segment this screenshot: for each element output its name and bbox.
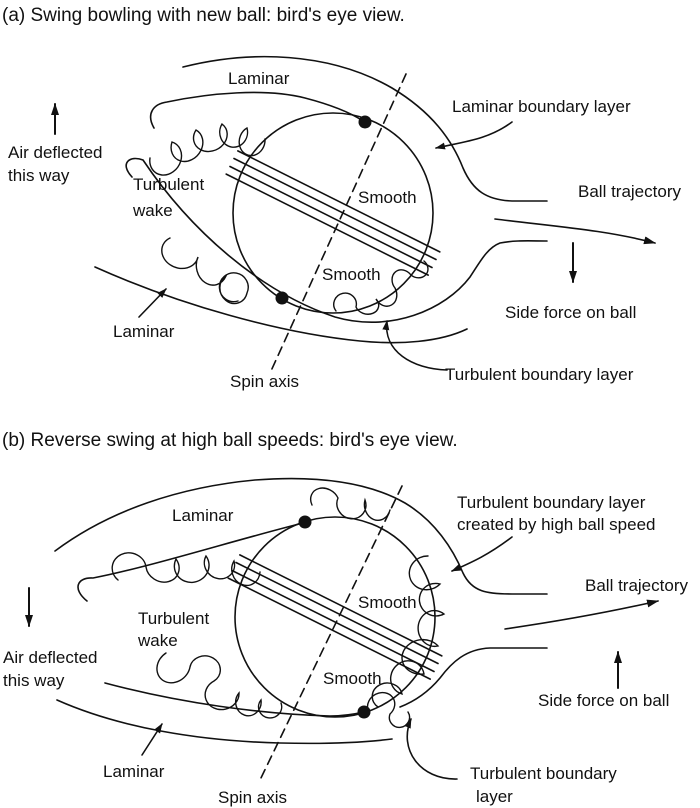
ball-trajectory-label-b: Ball trajectory	[585, 576, 688, 595]
turbulent-boundary-layer-scribble-right-b	[371, 555, 446, 708]
ball-trajectory-arrow-a	[494, 218, 656, 245]
turbulent-wake-label-b-line1: Turbulent	[138, 609, 209, 628]
separation-point-bottom-a	[275, 291, 289, 305]
smooth-lower-label-b: Smooth	[323, 669, 382, 688]
streamline-outer-top-a	[182, 55, 548, 202]
spin-axis-line-b	[259, 485, 403, 781]
turbulent-wake-label-a-line2: wake	[132, 201, 173, 220]
seam-lines-b	[227, 554, 443, 680]
wake-boundary-bottom-b	[104, 682, 365, 717]
cricket-ball-a	[232, 112, 434, 314]
air-deflected-label-a-line1: Air deflected	[8, 143, 103, 162]
cricket-ball-b	[234, 516, 436, 718]
seam-line	[233, 157, 437, 261]
seam-line	[227, 577, 432, 680]
ball-trajectory-label-a: Ball trajectory	[578, 182, 681, 201]
streamline-inner-top-a	[149, 91, 364, 129]
turbulent-wake-scribble-lower-a	[161, 237, 249, 305]
turbulent-created-leader-b	[451, 536, 513, 572]
laminar-bottom-pointer-a	[138, 288, 167, 318]
spin-axis-line-a	[270, 73, 407, 372]
laminar-top-label-b: Laminar	[172, 506, 234, 525]
turbulent-boundary-layer-label-b-line2: layer	[476, 787, 513, 806]
spin-axis-label-b: Spin axis	[218, 788, 287, 807]
laminar-boundary-layer-leader-a	[435, 121, 513, 150]
laminar-bottom-label-b: Laminar	[103, 762, 165, 781]
laminar-top-label-a: Laminar	[228, 69, 290, 88]
air-deflected-label-b-line2: this way	[3, 671, 65, 690]
turbulent-wake-label-a-line1: Turbulent	[133, 175, 204, 194]
turbulent-wake-scribble-lower-b	[156, 652, 283, 719]
side-force-label-a: Side force on ball	[505, 303, 636, 322]
separation-point-bottom-b	[357, 705, 371, 719]
laminar-bottom-label-a: Laminar	[113, 322, 175, 341]
seam-line	[237, 150, 441, 253]
streamline-inner-top-b	[77, 522, 304, 602]
separation-point-top-b	[298, 515, 312, 529]
side-force-label-b: Side force on ball	[538, 691, 669, 710]
turbulent-boundary-layer-scribble-a	[333, 260, 429, 315]
seam-line	[231, 569, 435, 673]
panel-a-diagram: (a) Swing bowling with new ball: bird's …	[2, 5, 681, 391]
smooth-upper-label-b: Smooth	[358, 593, 417, 612]
streamline-outer-bottom-b	[56, 699, 393, 745]
seam-lines-a	[225, 150, 441, 276]
panel-b-title: (b) Reverse swing at high ball speeds: b…	[2, 430, 458, 451]
panel-a-title: (a) Swing bowling with new ball: bird's …	[2, 5, 405, 26]
turbulent-boundary-layer-leader-a	[382, 320, 448, 371]
smooth-lower-label-a: Smooth	[322, 265, 381, 284]
turbulent-boundary-layer-label-a: Turbulent boundary layer	[445, 365, 634, 384]
turbulent-wake-scribble-upper-b	[111, 552, 261, 587]
turbulent-boundary-layer-leader-b	[404, 718, 458, 780]
seam-line	[235, 561, 439, 665]
turbulent-wake-scribble-upper-a	[149, 122, 266, 176]
streamline-outer-top-b	[54, 477, 548, 595]
air-deflected-label-b-line1: Air deflected	[3, 648, 98, 667]
spin-axis-label-a: Spin axis	[230, 372, 299, 391]
smooth-upper-label-a: Smooth	[358, 188, 417, 207]
air-deflected-label-a-line2: this way	[8, 166, 70, 185]
separation-point-top-a	[358, 115, 372, 129]
wake-channel-lower-b	[399, 647, 548, 708]
seam-line	[229, 165, 433, 269]
turbulent-wake-label-b-line2: wake	[137, 631, 178, 650]
laminar-bottom-pointer-b	[141, 723, 163, 756]
turbulent-boundary-layer-scribble-top-b	[309, 487, 391, 522]
ball-trajectory-arrow-b	[504, 599, 659, 630]
turbulent-created-label-b-line2: created by high ball speed	[457, 515, 655, 534]
seam-line	[225, 173, 430, 276]
panel-b-diagram: (b) Reverse swing at high ball speeds: b…	[2, 430, 688, 807]
turbulent-created-label-b-line1: Turbulent boundary layer	[457, 493, 646, 512]
wake-boundary-bottom-a	[125, 157, 548, 324]
turbulent-boundary-layer-label-b-line1: Turbulent boundary	[470, 764, 617, 783]
seam-line	[239, 554, 443, 657]
laminar-boundary-layer-label-a: Laminar boundary layer	[452, 97, 631, 116]
